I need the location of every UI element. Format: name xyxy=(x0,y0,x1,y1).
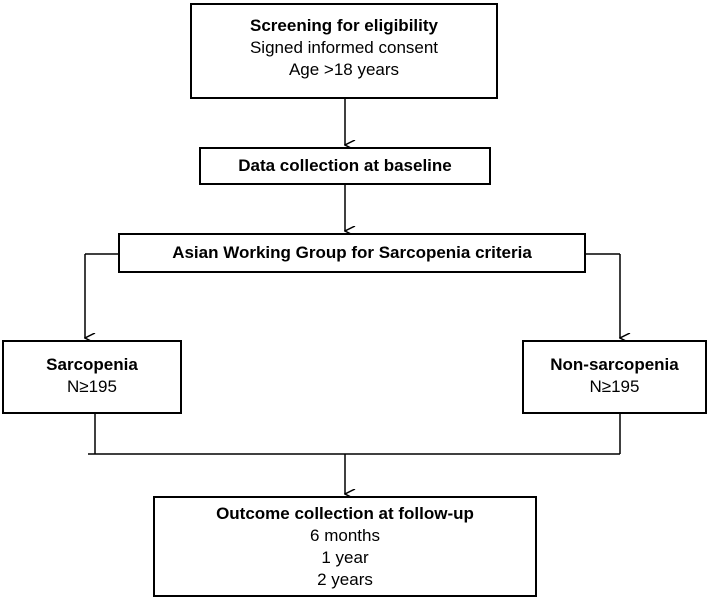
criteria-title: Asian Working Group for Sarcopenia crite… xyxy=(172,243,532,262)
sarcopenia-box: Sarcopenia N≥195 xyxy=(2,340,182,414)
sarcopenia-title: Sarcopenia xyxy=(46,355,138,374)
outcome-line-6-months: 6 months xyxy=(310,526,380,545)
screening-box: Screening for eligibility Signed informe… xyxy=(190,3,498,99)
baseline-box: Data collection at baseline xyxy=(199,147,491,185)
outcome-line-1-year: 1 year xyxy=(321,548,369,567)
sarcopenia-n: N≥195 xyxy=(67,377,117,396)
screening-line-consent: Signed informed consent xyxy=(249,38,439,57)
non-sarcopenia-box: Non-sarcopenia N≥195 xyxy=(522,340,707,414)
screening-line-age: Age >18 years xyxy=(288,60,400,79)
non-sarcopenia-title: Non-sarcopenia xyxy=(550,355,679,374)
outcome-title: Outcome collection at follow-up xyxy=(216,504,474,523)
non-sarcopenia-n: N≥195 xyxy=(589,377,640,396)
baseline-title: Data collection at baseline xyxy=(238,156,452,175)
screening-title: Screening for eligibility xyxy=(250,16,438,35)
criteria-box: Asian Working Group for Sarcopenia crite… xyxy=(118,233,586,273)
outcome-box: Outcome collection at follow-up 6 months… xyxy=(153,496,537,597)
outcome-line-2-years: 2 years xyxy=(317,570,373,589)
